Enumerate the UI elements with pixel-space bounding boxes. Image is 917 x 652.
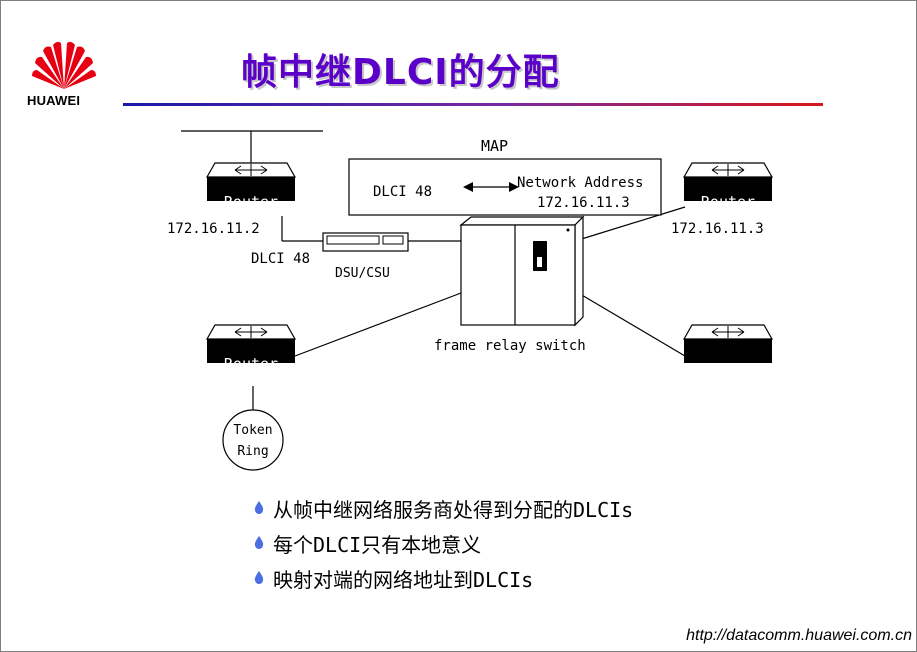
bullet-text: 每个DLCI只有本地意义 xyxy=(273,533,482,557)
router-label: Router xyxy=(701,361,755,379)
link-switch-tr xyxy=(574,206,686,242)
token-ring-label: Token xyxy=(233,423,272,438)
bullet-text: 映射对端的网络地址到DLCIs xyxy=(273,568,534,592)
frame-relay-switch-icon xyxy=(459,215,585,327)
bullet-text: 从帧中继网络服务商处得到分配的DLCIs xyxy=(273,498,634,522)
dsu-csu-icon xyxy=(322,232,409,252)
huawei-logo-icon xyxy=(32,41,96,89)
list-item: 从帧中继网络服务商处得到分配的DLCIs xyxy=(253,491,633,526)
drop-icon xyxy=(253,534,273,553)
list-item: 每个DLCI只有本地意义 xyxy=(253,526,633,561)
token-ring-icon xyxy=(222,409,284,471)
page-title: 帧中继DLCI的分配 xyxy=(241,52,560,93)
router-label: Router xyxy=(701,193,755,211)
dlci-label: DLCI 48 xyxy=(251,251,310,267)
link-switch-bl xyxy=(294,292,462,357)
map-label: MAP xyxy=(481,137,508,155)
drop-icon xyxy=(253,569,273,588)
map-dlci-label: DLCI 48 xyxy=(373,184,432,200)
brand-name: HUAWEI xyxy=(27,93,81,108)
frame-relay-diagram: MAP DLCI 48 Network Address 172.16.11.3 … xyxy=(167,130,773,471)
router-label: Router xyxy=(224,193,278,211)
router-label: Router xyxy=(224,355,278,373)
bullet-list: 从帧中继网络服务商处得到分配的DLCIs 每个DLCI只有本地意义 映射对端的网… xyxy=(253,491,633,596)
dsu-csu-label: DSU/CSU xyxy=(335,266,390,281)
footer-url: http://datacomm.huawei.com.cn xyxy=(686,627,912,644)
router-ip-left: 172.16.11.2 xyxy=(167,221,260,237)
switch-label: frame relay switch xyxy=(434,338,586,354)
drop-icon xyxy=(253,499,273,518)
title-underline xyxy=(123,103,823,106)
map-network-ip: 172.16.11.3 xyxy=(537,195,630,211)
list-item: 映射对端的网络地址到DLCIs xyxy=(253,561,633,596)
router-ip-right: 172.16.11.3 xyxy=(671,221,764,237)
map-network-address: Network Address xyxy=(517,175,643,191)
link-switch-br xyxy=(574,290,686,357)
token-ring-label: Ring xyxy=(237,444,268,459)
router-icon-bottom-right xyxy=(683,324,773,364)
